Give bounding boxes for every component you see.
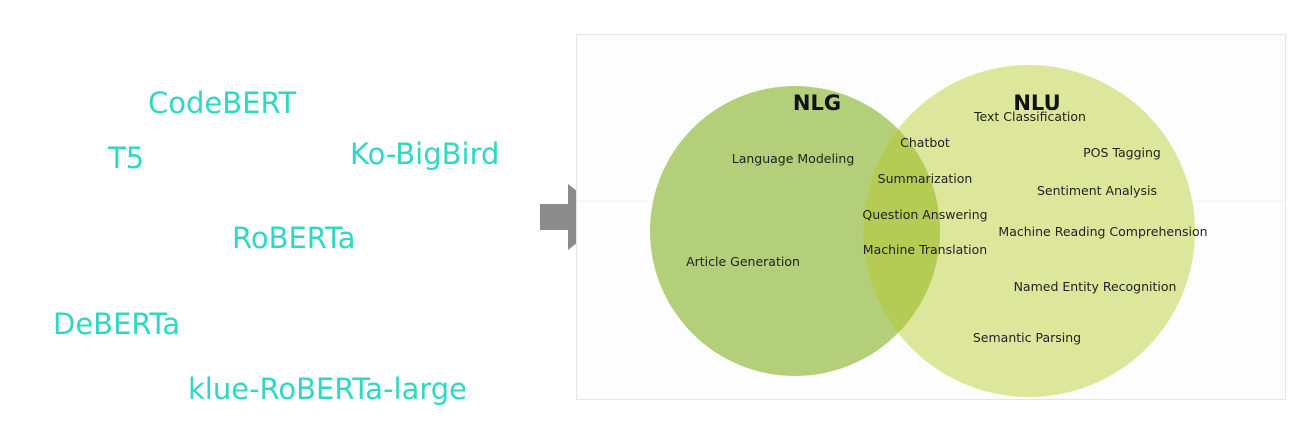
venn-diagram: NLG NLU Language Modeling Article Genera… — [577, 65, 1285, 397]
nlg-item-article-generation: Article Generation — [686, 254, 800, 269]
venn-diagram-panel: NLG NLU Language Modeling Article Genera… — [576, 34, 1286, 400]
nlu-title: NLU — [1013, 91, 1060, 115]
nlu-item-semantic-parsing: Semantic Parsing — [973, 330, 1081, 345]
nlu-item-sentiment-analysis: Sentiment Analysis — [1037, 183, 1157, 198]
model-label-codebert: CodeBERT — [148, 86, 297, 120]
model-label-deberta: DeBERTa — [53, 307, 181, 341]
nlu-item-text-classification: Text Classification — [973, 109, 1086, 124]
nlg-circle — [650, 86, 940, 376]
model-label-klue-roberta-large: klue-RoBERTa-large — [188, 372, 468, 406]
right-arrow-icon — [540, 184, 610, 250]
overlap-item-chatbot: Chatbot — [900, 135, 950, 150]
overlap-item-question-answering: Question Answering — [862, 207, 987, 222]
overlap-item-machine-translation: Machine Translation — [863, 242, 987, 257]
nlg-title: NLG — [793, 91, 841, 115]
nlu-item-machine-reading-comprehension: Machine Reading Comprehension — [998, 224, 1207, 239]
overlap-item-summarization: Summarization — [878, 171, 973, 186]
model-label-t5: T5 — [108, 141, 145, 175]
model-label-ko-bigbird: Ko-BigBird — [350, 137, 500, 171]
nlu-item-named-entity-recognition: Named Entity Recognition — [1014, 279, 1177, 294]
nlu-item-pos-tagging: POS Tagging — [1083, 145, 1161, 160]
nlu-circle — [863, 65, 1195, 397]
nlg-item-language-modeling: Language Modeling — [732, 151, 855, 166]
model-label-roberta: RoBERTa — [232, 221, 356, 255]
